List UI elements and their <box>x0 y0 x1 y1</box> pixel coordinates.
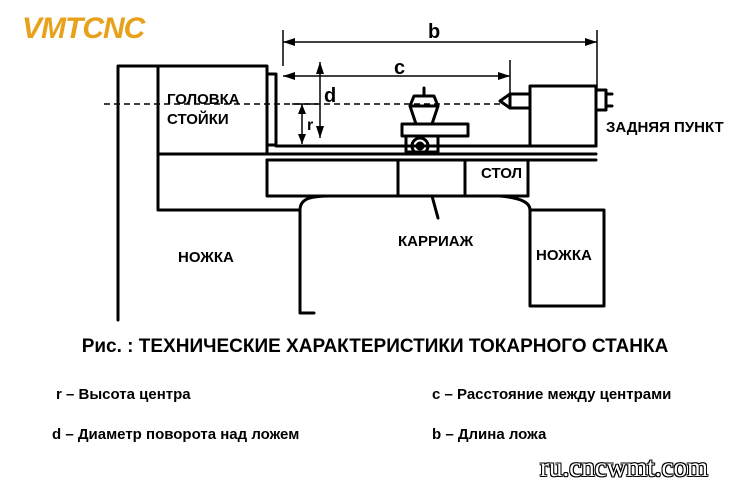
tailstock-shaft <box>604 92 614 108</box>
arrow-c-right <box>498 72 510 80</box>
carriage-leader <box>430 194 440 220</box>
figure-caption: Рис. : ТЕХНИЧЕСКИЕ ХАРАКТЕРИСТИКИ ТОКАРН… <box>81 336 669 357</box>
tool-post-top <box>408 104 440 126</box>
right-leg-label: НОЖКА <box>536 247 592 264</box>
site-watermark: ru.cncwmt.com <box>540 452 708 482</box>
dim-b-label: b <box>428 21 440 43</box>
arrow-b-right <box>585 38 597 46</box>
arrow-r-top <box>298 104 306 114</box>
spindle <box>265 72 278 147</box>
arrow-b-left <box>283 38 295 46</box>
tool-post-base <box>400 122 470 138</box>
bed-underside-right <box>498 194 532 212</box>
dim-d-label: d <box>324 85 336 107</box>
right-leg <box>528 208 606 308</box>
tailstock-center <box>498 92 512 110</box>
arrow-r-bottom <box>298 134 306 144</box>
legend-d: d – Диаметр поворота над ложем <box>52 426 300 443</box>
headstock-label-2: СТОЙКИ <box>167 110 229 128</box>
dim-c-label: c <box>394 57 405 79</box>
carriage-label: КАРРИАЖ <box>398 233 474 250</box>
left-leg-label: НОЖКА <box>178 249 234 266</box>
legend-r: r – Высота центра <box>56 386 191 403</box>
legend-c: c – Расстояние между центрами <box>432 386 672 403</box>
headstock-label-1: ГОЛОВКА <box>167 91 240 108</box>
tailstock-quill <box>508 92 532 110</box>
handwheel-hub <box>415 141 425 151</box>
tailstock-label: ЗАДНЯЯ ПУНКТ <box>606 119 724 136</box>
table-label: СТОЛ <box>481 165 522 182</box>
carriage-block <box>396 158 467 198</box>
handwheel <box>410 136 430 156</box>
legend-b: b – Длина ложа <box>432 426 547 443</box>
tailstock-wheel <box>594 88 608 112</box>
tailstock-body <box>528 84 598 148</box>
tool-post-slide <box>404 134 440 154</box>
bed-underside <box>298 194 332 212</box>
dim-r-label: r <box>307 117 313 134</box>
tool-post-cap <box>408 94 440 108</box>
brand-logo: VMTCNC <box>22 12 147 45</box>
arrow-c-left <box>283 72 295 80</box>
arrow-d-bottom <box>316 126 324 138</box>
arrow-d-top <box>316 62 324 74</box>
